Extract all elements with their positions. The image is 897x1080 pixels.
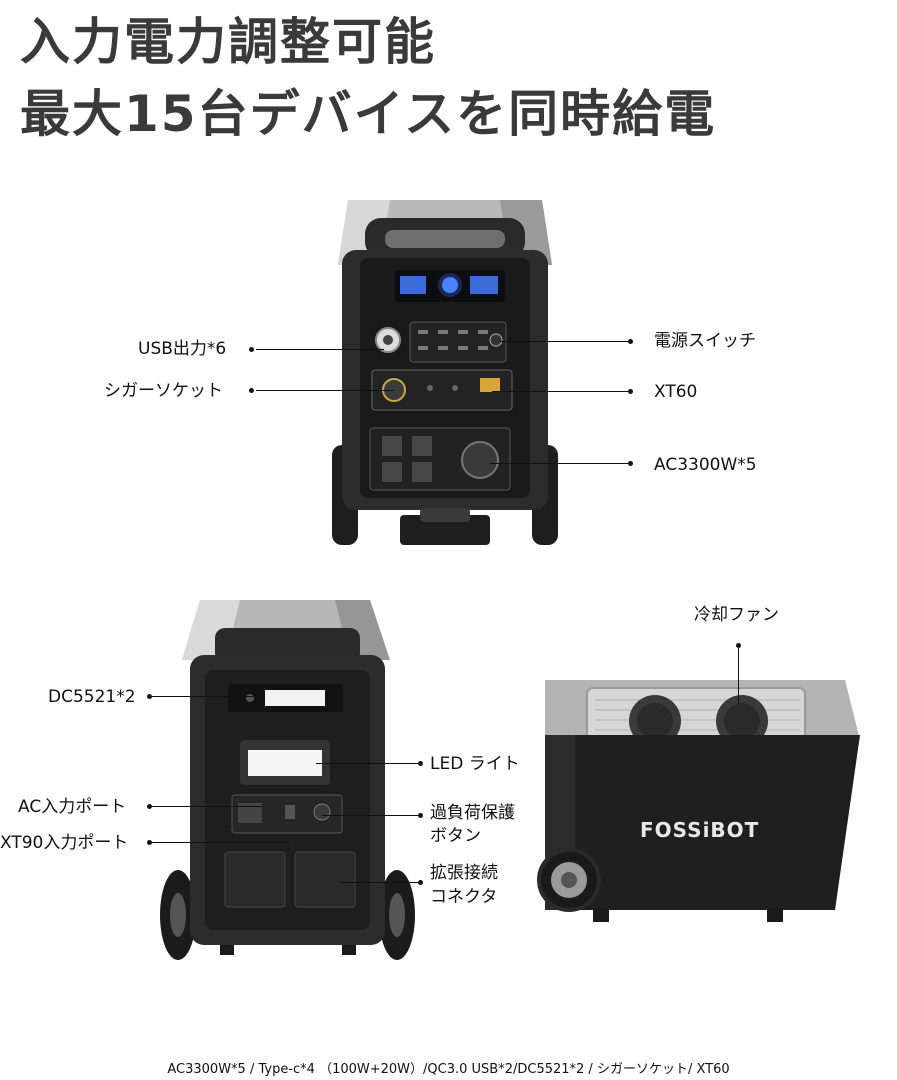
callout-xt90-dot — [147, 840, 152, 845]
footer-specs: AC3300W*5 / Type-c*4 （100W+20W）/QC3.0 US… — [167, 1062, 730, 1077]
callout-cigar-socket: シガーソケット — [104, 381, 223, 401]
callout-expansion-dot — [418, 880, 423, 885]
callout-power-line — [500, 341, 628, 342]
callout-cigar-dot — [249, 388, 254, 393]
rear-device-image — [160, 600, 415, 960]
callout-led-dot — [418, 761, 423, 766]
callout-ac-input: AC入力ポート — [18, 797, 127, 817]
callout-usb-output: USB出力*6 — [138, 339, 227, 359]
callout-usb-dot — [249, 347, 254, 352]
callout-power-dot — [628, 339, 633, 344]
callout-xt90-input: XT90入力ポート — [0, 833, 129, 853]
headline-line-2: 最大15台デバイスを同時給電 — [20, 85, 717, 143]
callout-overload-line2: ボタン — [430, 826, 481, 846]
callout-xt60-line — [492, 391, 628, 392]
callout-expansion-line — [340, 882, 418, 883]
callout-cigar-line — [256, 390, 394, 391]
callout-overload-line — [322, 815, 418, 816]
callout-dc5521-dot — [147, 694, 152, 699]
front-device-image — [332, 200, 558, 545]
callout-overload-dot — [418, 813, 423, 818]
callout-power-switch: 電源スイッチ — [654, 331, 756, 351]
callout-dc5521-line — [152, 696, 257, 697]
headline-line-1: 入力電力調整可能 — [20, 13, 436, 71]
callout-xt60-dot — [628, 389, 633, 394]
callout-ac-input-line — [152, 806, 262, 807]
callout-overload-line1: 過負荷保護 — [430, 803, 515, 823]
callout-ac-input-dot — [147, 804, 152, 809]
callout-ac-line — [490, 463, 628, 464]
side-device-image — [537, 680, 860, 922]
brand-logo: FOSSiBOT — [640, 818, 760, 842]
callout-xt60: XT60 — [654, 382, 698, 402]
callout-fan-dot — [736, 643, 741, 648]
callout-expansion-line1: 拡張接続 — [430, 863, 498, 883]
callout-ac-output: AC3300W*5 — [654, 455, 757, 475]
callout-xt90-line — [152, 842, 290, 843]
callout-usb-line — [256, 349, 384, 350]
callout-fan-line — [738, 648, 739, 704]
callout-led-light: LED ライト — [430, 754, 520, 774]
callout-cooling-fan: 冷却ファン — [694, 605, 779, 625]
callout-expansion-line2: コネクタ — [430, 887, 498, 907]
callout-led-line — [316, 763, 418, 764]
callout-ac-dot — [628, 461, 633, 466]
callout-dc5521: DC5521*2 — [48, 687, 136, 707]
